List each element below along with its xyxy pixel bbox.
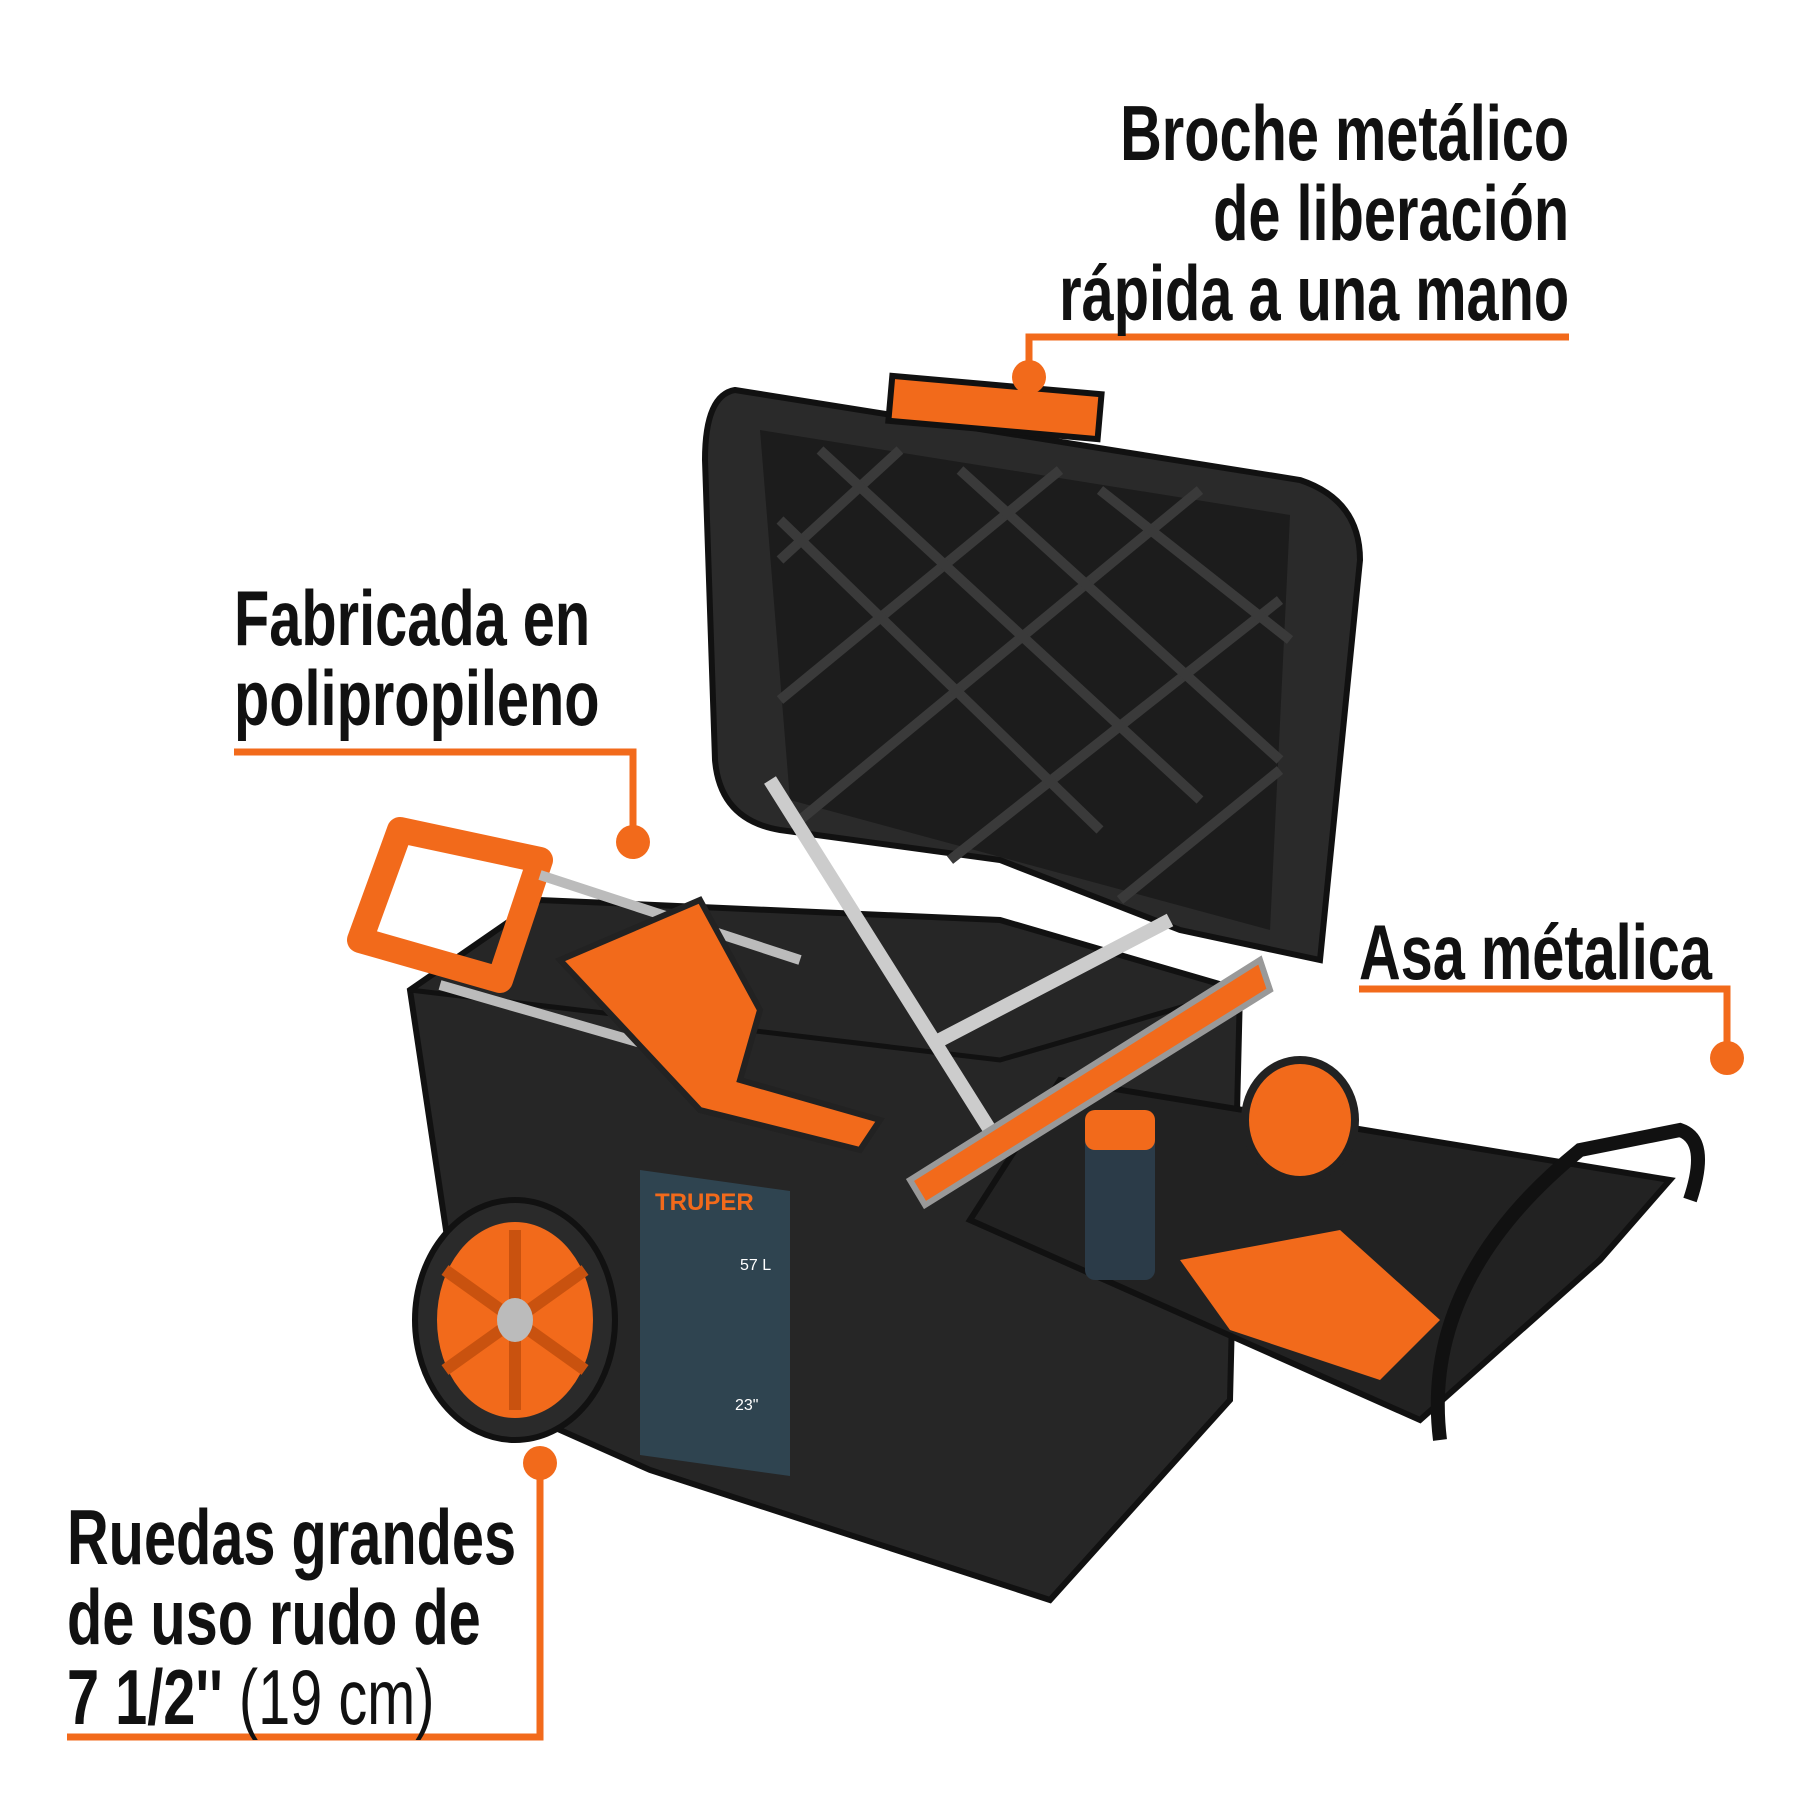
- wheels-callout-dot: [523, 1446, 557, 1480]
- tape-measure: [1241, 1056, 1359, 1184]
- callout-line: Asa métalica: [1359, 908, 1712, 996]
- callout-material: Fabricada en polipropileno: [234, 578, 728, 738]
- callout-line: Broche metálico: [1119, 89, 1569, 177]
- metal-handle: [1430, 1122, 1705, 1441]
- callout-line: de uso rudo de: [67, 1573, 481, 1661]
- spray-can: [1085, 1120, 1155, 1280]
- callout-line: Ruedas grandes: [67, 1493, 517, 1581]
- gloves: [1180, 1230, 1440, 1380]
- handle-callout-dot: [1710, 1041, 1744, 1075]
- callout-dots: [523, 360, 1744, 1480]
- label-size: 23": [735, 1397, 758, 1414]
- callout-line: de liberación: [1212, 169, 1569, 257]
- callout-line: polipropileno: [234, 654, 600, 742]
- lid-ribs: [776, 446, 1294, 904]
- callout-handle: Asa métalica: [1359, 912, 1800, 992]
- callout-wheels: Ruedas grandes de uso rudo de 7 1/2'' (1…: [67, 1497, 674, 1737]
- metal-latch: [885, 372, 1105, 443]
- callout-line: rápida a una mano: [1059, 249, 1569, 337]
- callout-latch: Broche metálico de liberación rápida a u…: [880, 93, 1569, 333]
- label-capacity: 57 L: [740, 1257, 771, 1274]
- material-callout-dot: [616, 825, 650, 859]
- drill: [554, 896, 885, 1154]
- latch-callout-dot: [1012, 360, 1046, 394]
- level: [905, 955, 1274, 1210]
- wheel: [412, 1197, 618, 1443]
- callout-suffix: (19 cm): [238, 1653, 435, 1741]
- callout-line: 7 1/2'': [67, 1653, 223, 1741]
- label-brand: TRUPER: [655, 1189, 754, 1216]
- product-label: [640, 1169, 790, 1477]
- hacksaw: [347, 817, 553, 993]
- callout-line: Fabricada en: [234, 574, 591, 662]
- lug-wrench: [764, 776, 1174, 1134]
